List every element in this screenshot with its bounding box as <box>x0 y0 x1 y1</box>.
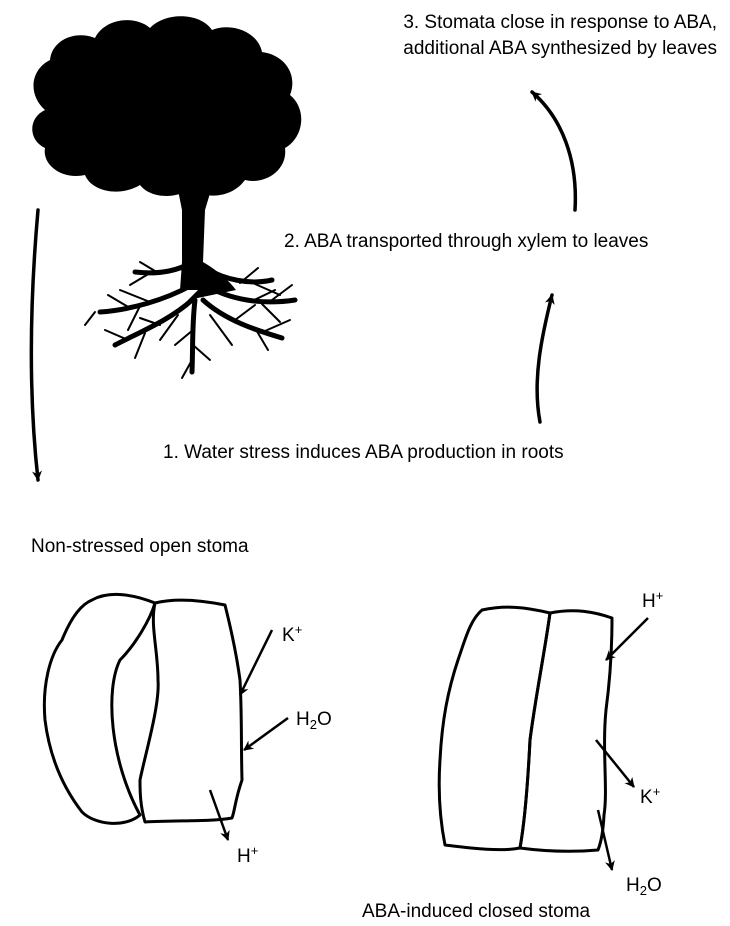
tree-illustration <box>32 16 301 378</box>
closed-stoma-water-label: H2O <box>626 876 662 896</box>
open-stoma-guard-cell-left <box>44 594 155 823</box>
open-stoma-potassium-label: K+ <box>282 626 302 646</box>
open-stoma-guard-cell-right <box>140 600 242 822</box>
closed-stoma-potassium-arrow <box>596 740 634 787</box>
open-stoma-arrows <box>210 630 288 840</box>
open-stoma-hydrogen-arrow <box>210 790 228 840</box>
closed-stoma-guard-cell-left <box>439 607 550 850</box>
open-stoma-water-arrow <box>244 718 288 750</box>
open-stoma-water-label: H2O <box>296 710 332 730</box>
step-3-label-line-1: 3. Stomata close in response to ABA, <box>403 11 717 35</box>
closed-stoma-hydrogen-label: H+ <box>642 592 663 612</box>
open-stoma-title: Non-stressed open stoma <box>31 535 249 559</box>
arrow-xylem-up <box>532 92 575 210</box>
arrow-roots-up <box>537 295 552 422</box>
closed-stoma-potassium-label: K+ <box>640 788 660 808</box>
tree-canopy <box>32 16 301 196</box>
open-stoma-potassium-arrow <box>240 630 272 695</box>
closed-stoma-title: ABA-induced closed stoma <box>362 900 590 924</box>
tree-trunk <box>176 180 236 300</box>
open-stoma <box>44 594 242 823</box>
closed-stoma <box>439 607 612 851</box>
step-1-label: 1. Water stress induces ABA production i… <box>163 441 564 465</box>
step-3-label-line-2: additional ABA synthesized by leaves <box>403 37 717 61</box>
open-stoma-hydrogen-label: H+ <box>237 847 258 867</box>
arrow-tree-to-open-stoma <box>31 210 38 480</box>
step-2-label: 2. ABA transported through xylem to leav… <box>284 230 648 254</box>
